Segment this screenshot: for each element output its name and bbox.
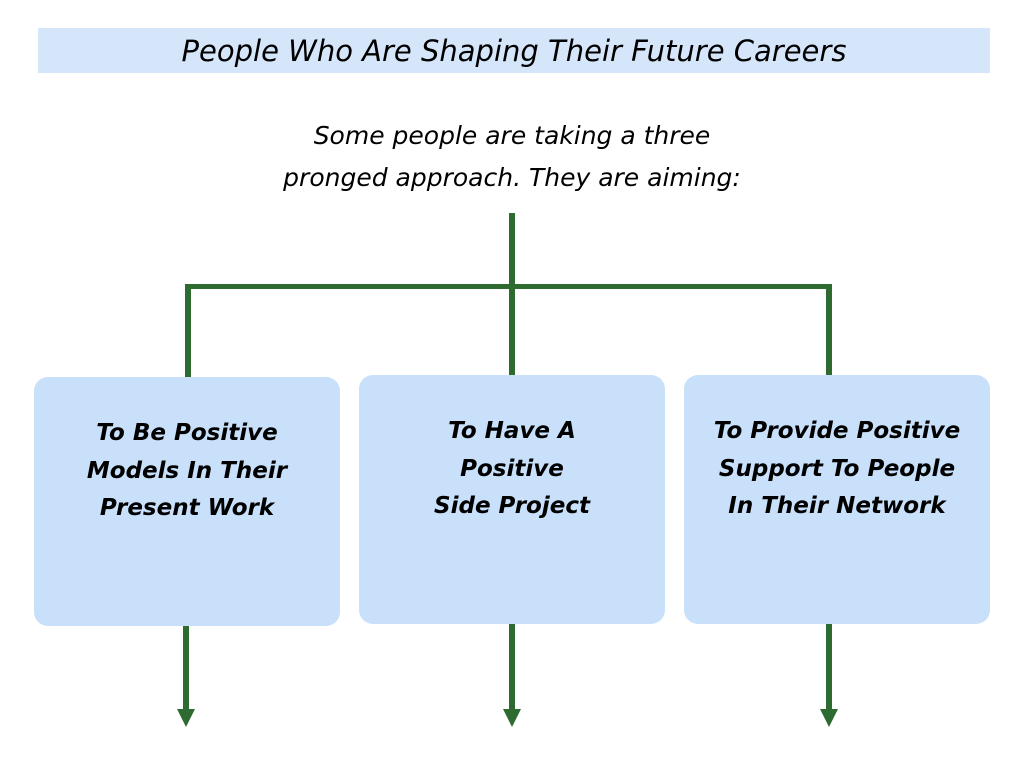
approach-box-1: To Be Positive Models In Their Present W… <box>34 377 340 626</box>
connector-right-drop <box>826 284 832 376</box>
connector-horizontal <box>185 284 832 289</box>
subtitle: Some people are taking a three pronged a… <box>283 121 741 192</box>
arrow-down-icon-2 <box>503 709 521 727</box>
approach-box-3: To Provide Positive Support To People In… <box>684 375 990 624</box>
approach-label-2: To Have A Positive Side Project <box>434 418 590 520</box>
title-bar: People Who Are Shaping Their Future Care… <box>38 28 990 73</box>
page-title: People Who Are Shaping Their Future Care… <box>181 33 847 68</box>
approach-box-2: To Have A Positive Side Project <box>359 375 665 624</box>
approach-label-1: To Be Positive Models In Their Present W… <box>86 420 288 522</box>
arrow-down-icon-3 <box>820 709 838 727</box>
approach-label-3: To Provide Positive Support To People In… <box>713 418 961 520</box>
connector-left-drop <box>185 284 191 378</box>
arrow-shaft-3 <box>826 624 832 712</box>
connector-stem <box>509 213 515 376</box>
arrow-shaft-1 <box>183 626 189 712</box>
arrow-shaft-2 <box>509 624 515 712</box>
arrow-down-icon-1 <box>177 709 195 727</box>
